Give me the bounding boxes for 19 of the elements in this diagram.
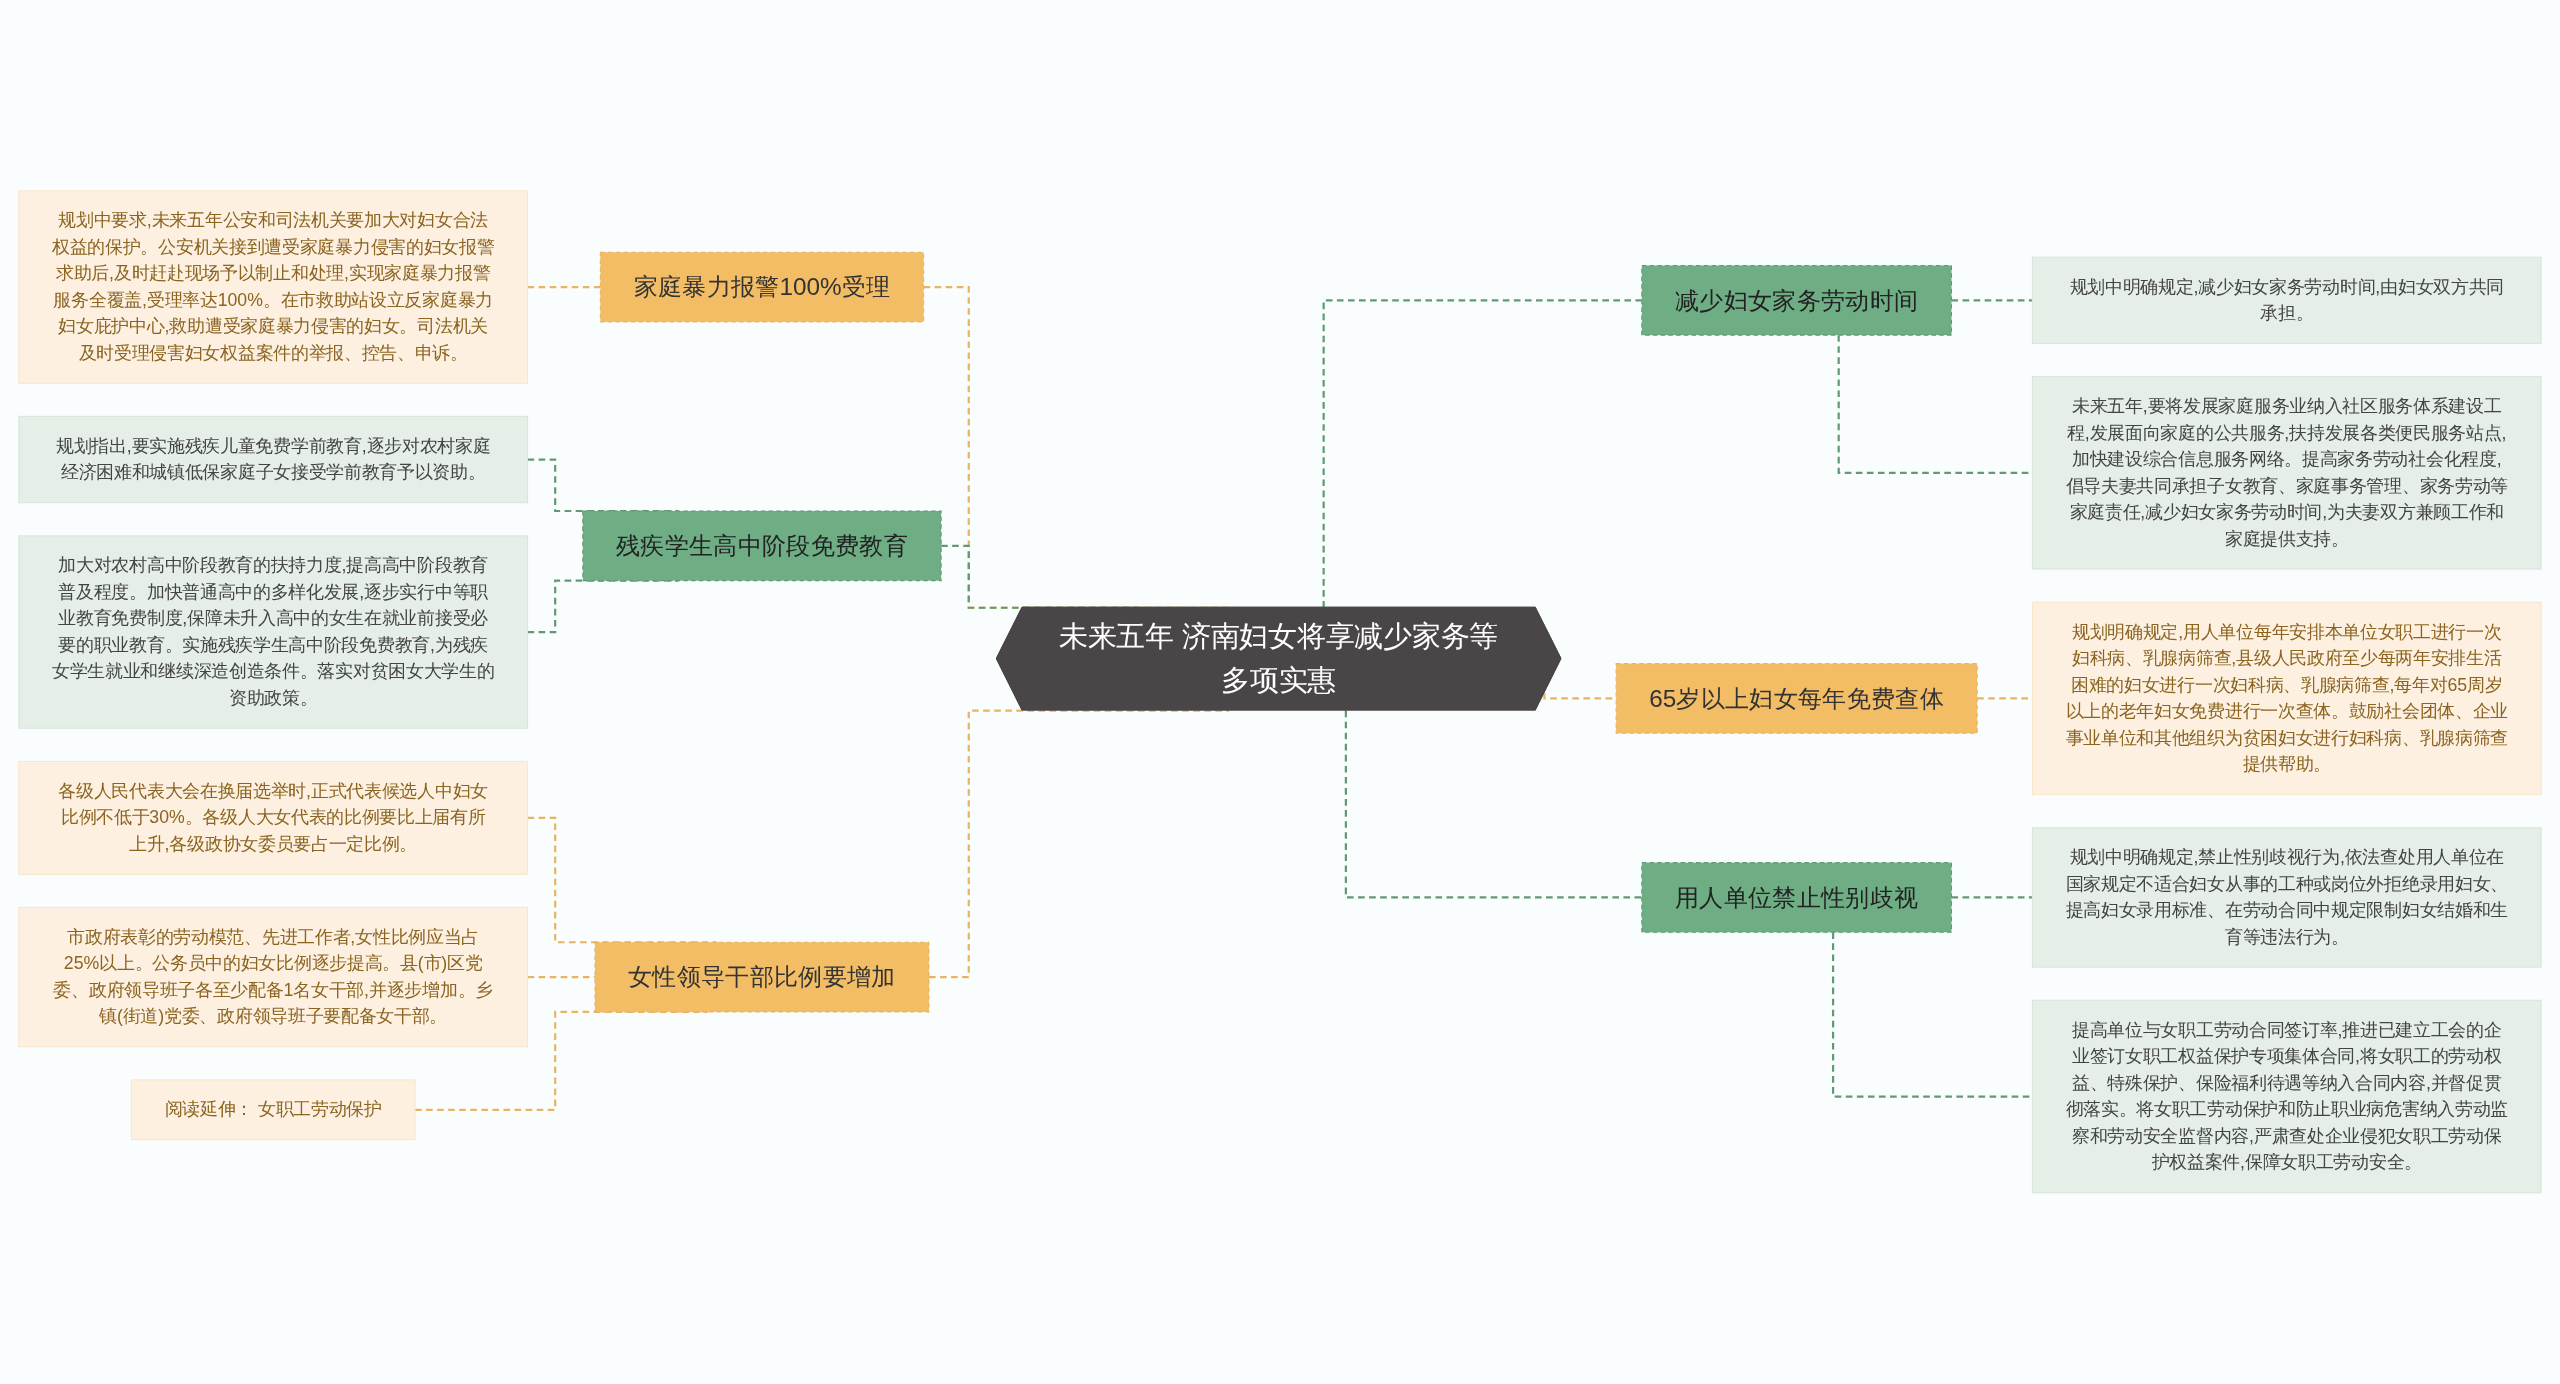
node-box: 各级人民代表大会在换届选举时,正式代表候选人中妇女比例不低于30%。各级人大女代表的比例要比上届有所上升,各级政协女委员要占一定比例。	[18, 761, 529, 875]
node-box: 市政府表彰的劳动模范、先进工作者,女性比例应当占25%以上。公务员中的妇女比例逐步提高。县(市)区党委、政府领导班子各至少配备1名女干部,并逐步增加。乡镇(街道)党委、政府领导班子要配备女干部。	[18, 907, 529, 1048]
node-box: 阅读延伸： 女职工劳动保护	[130, 1079, 416, 1141]
node-box: 女性领导干部比例要增加	[594, 941, 930, 1013]
node-box: 规划指出,要实施残疾儿童免费学前教育,逐步对农村家庭经济困难和城镇低保家庭子女接受学前教育予以资助。	[18, 416, 529, 504]
node-box: 残疾学生高中阶段免费教育	[582, 510, 942, 582]
node-box: 规划中明确规定,减少妇女家务劳动时间,由妇女双方共同承担。	[2031, 256, 2542, 345]
node-box: 规划中要求,未来五年公安和司法机关要加大对妇女合法权益的保护。公安机关接到遭受家庭暴力侵害的妇女报警求助后,及时赶赴现场予以制止和处理,实现家庭暴力报警服务全覆盖,受理率达100%。在市救助站设立反家庭暴力妇女庇护中心,救助遭受家庭暴力侵害的妇女。司法机关及时受理侵害妇女权益案件的举报、控告、申诉。	[18, 190, 529, 384]
node-box: 规划明确规定,用人单位每年安排本单位女职工进行一次妇科病、乳腺病筛查,县级人民政府至少每两年安排生活困难的妇女进行一次妇科病、乳腺病筛查,每年对65周岁以上的老年妇女免费进行一次查体。鼓励社会团体、企业事业单位和其他组织为贫困妇女进行妇科病、乳腺病筛查提供帮助。	[2031, 601, 2542, 796]
node-box: 未来五年,要将发展家庭服务业纳入社区服务体系建设工程,发展面向家庭的公共服务,扶持发展各类便民服务站点,加快建设综合信息服务网络。提高家务劳动社会化程度,倡导夫妻共同承担子女教育、家庭事务管理、家务劳动等家庭责任,减少妇女家务劳动时间,为夫妻双方兼顾工作和家庭提供支持。	[2031, 376, 2542, 570]
node-box: 加大对农村高中阶段教育的扶持力度,提高高中阶段教育普及程度。加快普通高中的多样化发展,逐步实行中等职业教育免费制度,保障未升入高中的女生在就业前接受必要的职业教育。实施残疾学生高中阶段免费教育,为残疾女学生就业和继续深造创造条件。落实对贫困女大学生的资助政策。	[18, 535, 529, 730]
node-box: 用人单位禁止性别歧视	[1641, 862, 1953, 934]
connector	[1322, 299, 1642, 608]
node-box: 规划中明确规定,禁止性别歧视行为,依法查处用人单位在国家规定不适合妇女从事的工种或岗位外拒绝录用妇女、提高妇女录用标准、在劳动合同中规定限制妇女结婚和生育等违法行为。	[2031, 827, 2542, 968]
connector	[1344, 710, 1642, 899]
node-box: 提高单位与女职工劳动合同签订率,推进已建立工会的企业签订女职工权益保护专项集体合同,将女职工的劳动权益、特殊保护、保险福利待遇等纳入合同内容,并督促贯彻落实。将女职工劳动保护和防止职业病危害纳入劳动监察和劳动安全监督内容,严肃查处企业侵犯女职工劳动保护权益案件,保障女职工劳动安全。	[2031, 999, 2542, 1194]
node-box: 减少妇女家务劳动时间	[1641, 265, 1953, 336]
node-box: 65岁以上妇女每年免费查体	[1615, 663, 1978, 734]
node-box: 家庭暴力报警100%受理	[599, 251, 925, 323]
